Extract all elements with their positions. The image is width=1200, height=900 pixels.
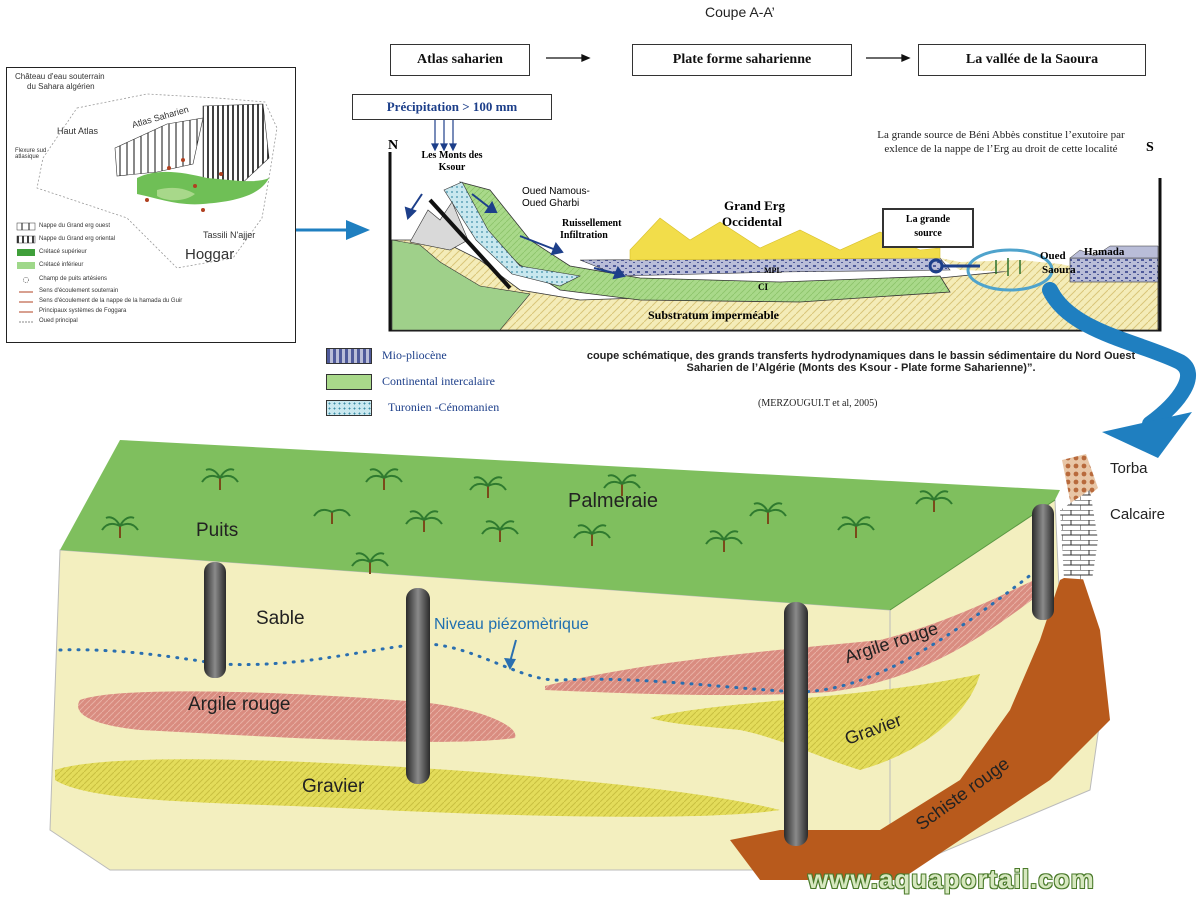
label-infiltration: Infiltration: [560, 230, 608, 241]
flow-box-saoura: La vallée de la Saoura: [918, 44, 1146, 76]
flow-box-plateforme-label: Plate forme saharienne: [672, 52, 812, 67]
precip-box: Précipitation > 100 mm: [352, 94, 552, 120]
map-title-1: Château d'eau souterrain: [15, 72, 105, 81]
label-grand-erg: Grand Erg: [724, 198, 786, 213]
flow-box-atlas-label: Atlas saharien: [417, 52, 503, 67]
map-label-flexure: Flexure sud atlasique: [15, 148, 47, 160]
label-ci: CI: [758, 282, 769, 292]
label-niveau-piezometrique: Niveau piézomètrique: [434, 616, 589, 633]
flow-box-saoura-label: La vallée de la Saoura: [965, 52, 1099, 67]
flow-box-plateforme: Plate forme saharienne: [632, 44, 852, 76]
algeria-map: Château d'eau souterrain du Sahara algér…: [6, 67, 296, 343]
map-legend-3: Crétacé supérieur: [39, 249, 87, 255]
map-label-tassili: Tassili N'ajjer: [203, 230, 256, 240]
map-drawing: [16, 93, 278, 323]
label-puits: Puits: [196, 520, 239, 541]
label-oued: Oued: [1040, 250, 1066, 262]
legend-swatch-turo: [326, 400, 372, 416]
map-label-haut-atlas: Haut Atlas: [57, 126, 99, 136]
map-legend-7: Sens d'écoulement de la nappe de la hama…: [39, 298, 183, 304]
map-legend-8: Principaux systèmes de Foggara: [39, 308, 127, 314]
source-to-block-arrow: [1042, 282, 1196, 458]
label-palmeraie: Palmeraie: [568, 490, 659, 512]
label-argile-rouge-left: Argile rouge: [188, 694, 291, 715]
legend-label-ci: Continental intercalaire: [382, 374, 495, 388]
legend-swatch-ci: [326, 374, 372, 390]
map-to-section-arrow: [296, 220, 370, 240]
label-substratum: Substratum imperméable: [648, 308, 779, 322]
south-label: S: [1146, 140, 1154, 155]
grande-source-box: La grande source: [882, 208, 974, 248]
label-torba: Torba: [1110, 460, 1148, 477]
legend-swatch-mio: [326, 348, 372, 364]
cross-section: [388, 120, 1162, 332]
section-title: Coupe A-A’: [705, 4, 775, 20]
flow-box-atlas: Atlas saharien: [390, 44, 530, 76]
label-saoura: Saoura: [1042, 264, 1076, 276]
section-caption: coupe schématique, des grands transferts…: [586, 350, 1136, 374]
watermark: www.aquaportail.com: [808, 864, 1095, 894]
grande-source-line1: La grande: [905, 214, 951, 225]
label-oued-gharbi: Oued Gharbi: [522, 198, 580, 209]
label-sable: Sable: [256, 608, 305, 629]
map-legend-6: Sens d'écoulement souterrain: [39, 288, 119, 294]
label-occidental: Occidental: [722, 214, 782, 229]
label-monts-ksour: Les Monts des Ksour: [421, 150, 483, 173]
label-oued-namous: Oued Namous-: [522, 186, 590, 197]
flow-arrows: [546, 54, 911, 62]
map-legend-1: Nappe du Grand erg ouest: [39, 223, 111, 229]
label-calcaire: Calcaire: [1110, 506, 1166, 523]
map-legend-4: Crétacé inférieur: [39, 262, 84, 268]
label-ruissellement: Ruissellement: [562, 218, 622, 229]
map-legend-2: Nappe du Grand erg oriental: [39, 236, 116, 242]
source-note: La grande source de Béni Abbès constitue…: [877, 129, 1125, 155]
section-citation: (MERZOUGUI.T et al, 2005): [758, 398, 878, 409]
label-hamada: Hamada: [1084, 246, 1125, 258]
block-diagram: [49, 440, 1110, 880]
map-label-hoggar: Hoggar: [185, 246, 235, 263]
map-title-2: du Sahara algérien: [27, 82, 95, 91]
section-legend: Mio-pliocène Continental intercalaire Tu…: [326, 346, 586, 422]
legend-label-turo: Turonien -Cénomanien: [388, 400, 500, 414]
grande-source-line2: source: [914, 228, 942, 239]
label-gravier-left: Gravier: [302, 776, 365, 797]
label-mpl: MPL: [764, 266, 782, 275]
precip-label: Précipitation > 100 mm: [386, 99, 518, 114]
north-label: N: [388, 138, 399, 153]
legend-label-mio: Mio-pliocène: [382, 348, 447, 362]
map-legend-9: Oued principal: [39, 318, 78, 324]
map-legend-5: Champ de puits artésiens: [39, 276, 108, 282]
